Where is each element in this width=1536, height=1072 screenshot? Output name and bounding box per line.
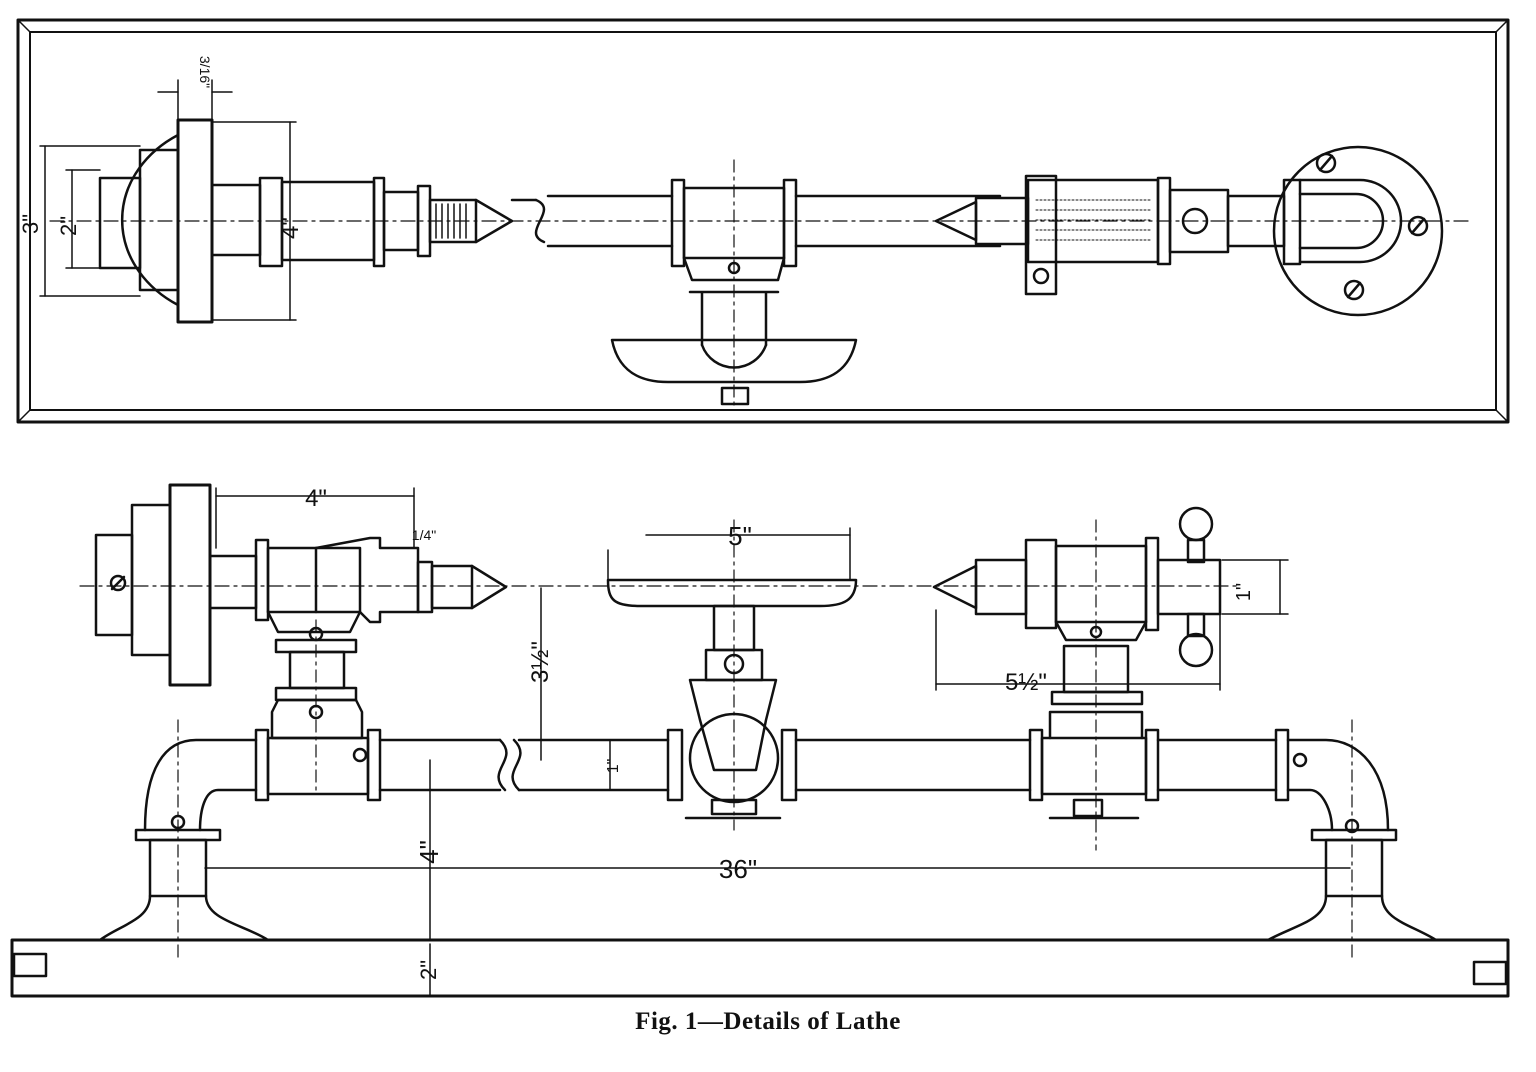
dim-base-height: 2" [416,960,441,980]
elevation-headstock [94,483,508,791]
plan-dimension-lines [39,79,297,321]
elevation-bed [254,698,1290,802]
elevation-dimension-labels: 4" 1/4" 5" 3½" 1" 4" 36" 2" 5½" 1" [305,485,1255,980]
dim-flange-outer: 3" [18,214,43,234]
elevation-view [10,483,1510,998]
dim-pipe-dia: 1" [605,759,622,774]
plan-tailstock [934,145,1444,317]
dim-center-height: 3½" [527,641,554,683]
elevation-tailstock [932,506,1222,851]
dim-tailstock-pipe: 1" [1233,583,1255,601]
dim-headstock-bearing: 4" [305,485,327,512]
dim-gap: 1/4" [412,527,436,543]
plan-frame [16,18,1510,424]
plan-view [16,18,1510,424]
dim-rest-width: 5" [728,521,752,551]
elevation-tool-rest [606,519,858,831]
dim-length: 36" [719,854,757,884]
figure-caption: Fig. 1—Details of Lathe [635,1008,901,1035]
dim-bed-height: 4" [414,840,444,864]
plan-bed [546,159,1002,411]
dim-flange-inner: 2" [56,216,81,236]
elevation-dimension-lines [204,487,1351,997]
elevation-base [10,938,1510,998]
dim-tailstock-length: 5½" [1005,669,1047,696]
elevation-legs [98,719,1438,961]
dim-collar: 3/16" [197,56,213,88]
plan-dimension-labels: 3/16" 3" 2" 4" [18,56,304,239]
dim-face-plate: 4" [277,217,304,239]
